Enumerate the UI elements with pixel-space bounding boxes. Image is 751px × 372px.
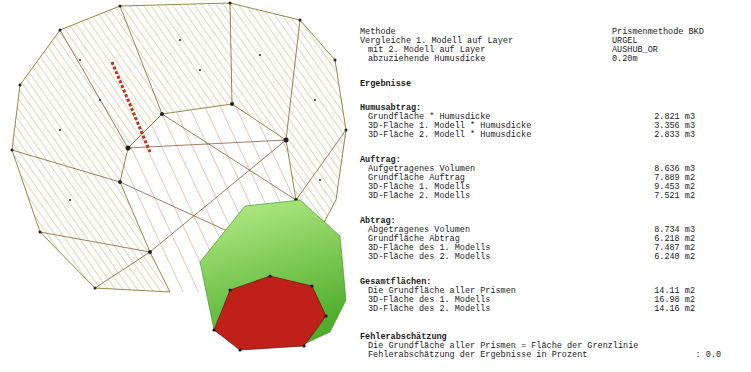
report-text: 2.821 m3	[654, 113, 695, 122]
report-text: Ergebnisse	[360, 80, 411, 89]
report-text: abzuziehende Humusdicke	[368, 55, 485, 64]
report-text: Fehlerabschätzung	[360, 333, 447, 342]
report-text: Auftrag:	[360, 156, 401, 165]
report-text: Grundfläche Auftrag	[368, 174, 465, 183]
report-text: 16.98 m2	[654, 296, 695, 305]
report-text: 7.521 m2	[654, 192, 695, 201]
report-text: 7.889 m2	[654, 174, 695, 183]
report-text: 3D-Fläche 2. Modells	[368, 192, 470, 201]
report-text: Vergleiche 1. Modell auf Layer	[360, 37, 513, 46]
report-text: 0.20m	[612, 55, 638, 64]
report-text: 8.636 m3	[654, 165, 695, 174]
report-text: Grundfläche * Humusdicke	[368, 113, 490, 122]
report-text: 2.833 m3	[654, 131, 695, 140]
report-text: URGEL	[612, 37, 638, 46]
report-text: 3D-Fläche des 1. Modells	[368, 296, 490, 305]
report-text: AUSHUB_OR	[612, 46, 658, 55]
report-text: 3D-Fläche 1. Modell * Humusdicke	[368, 122, 531, 131]
report-text: 8.734 m3	[654, 226, 695, 235]
report-text: Humusabtrag:	[360, 104, 421, 113]
report-text: 7.487 m2	[654, 244, 695, 253]
report-text: 3D-Fläche 2. Modell * Humusdicke	[368, 131, 531, 140]
report-text: 14.16 m2	[654, 305, 695, 314]
report-text: Methode	[360, 28, 396, 37]
report-text: Gesamtflächen:	[360, 278, 431, 287]
report-text: Abgetragenes Volumen	[368, 226, 470, 235]
report-text: 6.218 m2	[654, 235, 695, 244]
report-text: Grundfläche Abtrag	[368, 235, 460, 244]
report-text: 3D-Fläche 1. Modells	[368, 183, 470, 192]
report-text: Prismenmethode BKD	[612, 28, 704, 37]
report-text: 9.453 m2	[654, 183, 695, 192]
report-text: 3D-Fläche des 1. Modells	[368, 244, 490, 253]
report-text: Die Grundfläche aller Prismen	[368, 287, 516, 296]
report-text: Die Grundfläche aller Prismen = Fläche d…	[368, 342, 638, 351]
report-text: 6.240 m2	[654, 253, 695, 262]
report-text: Abtrag:	[360, 217, 396, 226]
report-text: 3D-Fläche des 2. Modells	[368, 305, 490, 314]
report-text: 14.11 m2	[654, 287, 695, 296]
report-text: : 0.0	[695, 351, 721, 360]
report-text: Aufgetragenes Volumen	[368, 165, 475, 174]
report-text: Fehlerabschätzung der Ergebnisse in Proz…	[368, 351, 587, 360]
report-text: mit 2. Modell auf Layer	[368, 46, 485, 55]
report-text: 3.356 m3	[654, 122, 695, 131]
report-text: 3D-Fläche des 2. Modells	[368, 253, 490, 262]
